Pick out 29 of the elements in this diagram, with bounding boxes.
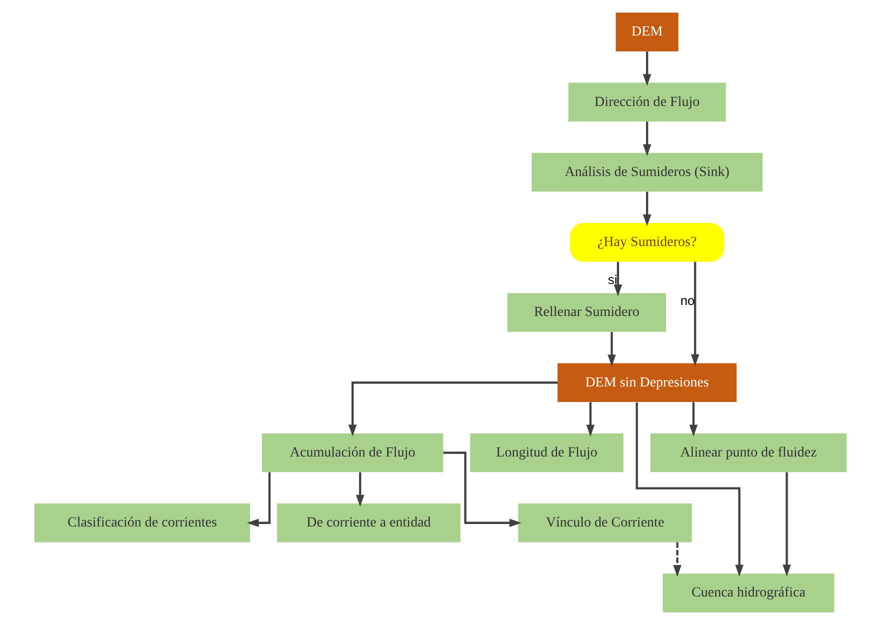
node-box: DEM xyxy=(615,12,678,52)
node-box: Análisis de Sumideros (Sink) xyxy=(531,152,762,192)
node-box: Longitud de Flujo xyxy=(470,433,623,472)
arrow xyxy=(442,452,521,528)
node-box: Clasificación de corrientes xyxy=(34,503,250,542)
arrow xyxy=(688,402,698,437)
node-box: Dirección de Flujo xyxy=(568,82,726,122)
arrow xyxy=(782,472,790,576)
arrow xyxy=(348,382,558,436)
arrow xyxy=(690,262,699,366)
arrow xyxy=(635,402,743,577)
arrow xyxy=(672,542,681,577)
node-box: Alinear punto de fluidez xyxy=(650,433,846,472)
arrow xyxy=(355,472,364,507)
node-box: Acumulación de Flujo xyxy=(261,433,443,472)
node-box: ¿Hay Sumideros? xyxy=(569,222,724,262)
arrow xyxy=(607,332,616,366)
node-box: DEM sin Depresiones xyxy=(557,363,736,402)
edge-label: si xyxy=(607,272,617,288)
arrow xyxy=(613,262,622,296)
arrow xyxy=(246,472,270,528)
arrow xyxy=(642,122,651,156)
node-box: De corriente a entidad xyxy=(276,503,460,542)
arrow xyxy=(642,192,651,226)
node-box: Cuenca hidrográfica xyxy=(662,574,834,612)
arrow xyxy=(586,402,594,437)
arrow xyxy=(642,52,651,86)
node-box: Vínculo de Corriente xyxy=(518,503,692,542)
node-box: Rellenar Sumidero xyxy=(506,293,666,332)
